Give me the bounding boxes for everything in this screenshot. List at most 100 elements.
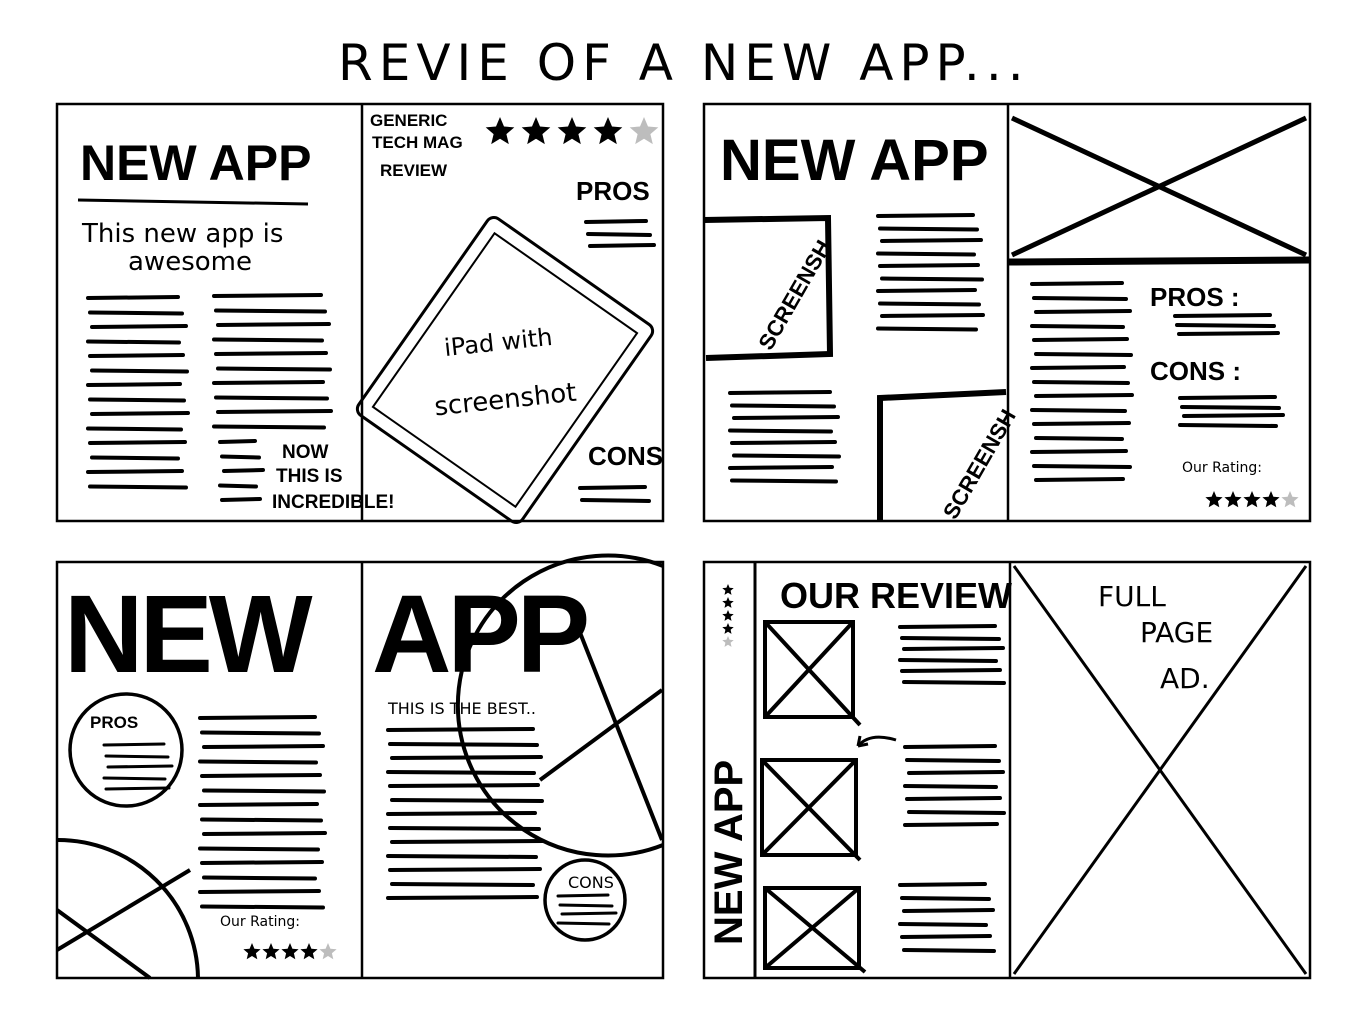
text-line	[102, 742, 166, 747]
text-line	[730, 440, 837, 445]
text-line	[88, 353, 185, 358]
l1-rating-stars	[485, 117, 659, 145]
text-line	[88, 440, 187, 445]
text-line	[216, 322, 331, 327]
text-line	[902, 948, 996, 953]
text-line	[732, 415, 840, 420]
text-line	[580, 498, 651, 503]
l2-pros-label: PROS :	[1150, 282, 1240, 312]
l4-heading: OUR REVIEW	[780, 575, 1012, 616]
text-line	[104, 786, 171, 791]
text-line	[902, 680, 1006, 685]
text-line	[1180, 405, 1281, 410]
text-line	[1175, 323, 1276, 328]
text-line	[388, 742, 539, 747]
l4-ad-label-3: AD.	[1160, 662, 1210, 695]
text-line	[90, 368, 189, 374]
text-line	[900, 896, 991, 901]
l3-cons-label: CONS	[568, 873, 614, 892]
body-text-placeholders	[86, 213, 1285, 953]
text-line	[386, 854, 538, 859]
l4-spine-title: NEW APP	[707, 760, 751, 945]
text-line	[556, 921, 611, 926]
sketch-title: REVIE OF A NEW APP...	[338, 34, 1030, 92]
text-line	[216, 409, 333, 414]
text-line	[878, 301, 981, 307]
text-line	[390, 798, 544, 803]
text-line	[1034, 352, 1133, 357]
text-line	[1034, 477, 1125, 482]
text-line	[202, 788, 326, 794]
text-line	[730, 403, 836, 409]
l1-mag-3: REVIEW	[380, 161, 448, 180]
l4-ad-label-2: PAGE	[1140, 616, 1213, 649]
star-filled-icon	[281, 943, 299, 960]
layout-3-frame	[55, 560, 665, 980]
text-line	[388, 867, 542, 872]
l1-ipad-label-1: iPad with	[443, 323, 554, 362]
text-line	[1032, 421, 1131, 426]
text-line	[200, 817, 323, 823]
l1-quote-3: INCREDIBLE!	[272, 492, 394, 513]
text-line	[212, 424, 326, 430]
star-filled-icon	[485, 117, 515, 145]
star-filled-icon	[557, 117, 587, 145]
l2-screenshot-2	[877, 389, 1007, 521]
star-empty-icon	[1281, 491, 1299, 508]
text-line	[214, 308, 327, 314]
l4-rating-stars	[722, 584, 734, 647]
text-line	[86, 426, 183, 432]
text-line	[898, 922, 988, 927]
l4-ad-label-1: FULL	[1098, 580, 1166, 613]
text-line	[732, 453, 841, 459]
l3-pros-bubble	[68, 692, 184, 808]
text-line	[200, 860, 324, 865]
text-line	[1178, 395, 1277, 400]
text-line	[90, 455, 180, 461]
text-line	[216, 366, 332, 372]
text-line	[220, 454, 261, 460]
l2-headline: NEW APP	[720, 128, 989, 193]
text-line	[728, 428, 833, 434]
l1-mag-2: TECH MAG	[372, 133, 463, 152]
text-line	[903, 744, 997, 749]
star-filled-icon	[1205, 491, 1223, 508]
text-line	[390, 839, 545, 844]
text-line	[905, 758, 1001, 763]
l3-tagline: THIS IS THE BEST..	[387, 699, 536, 718]
l1-pros-label: PROS	[576, 176, 650, 206]
text-line	[86, 469, 184, 474]
l1-quote-1: NOW	[282, 442, 329, 463]
text-line	[588, 243, 656, 248]
star-empty-icon	[319, 943, 337, 960]
text-line	[898, 624, 997, 629]
text-line	[1177, 331, 1280, 336]
text-line	[880, 276, 984, 282]
l2-rating-label: Our Rating:	[1182, 460, 1262, 476]
text-line	[898, 658, 998, 663]
text-line	[212, 380, 325, 385]
text-line	[88, 310, 184, 316]
l1-mag-1: GENERIC	[370, 111, 447, 130]
text-line	[584, 219, 648, 224]
star-filled-icon	[1224, 491, 1242, 508]
star-filled-icon	[262, 943, 280, 960]
l2-screenshot-1-label: SCREENSH	[753, 236, 836, 354]
text-line	[212, 337, 324, 343]
text-line	[222, 468, 265, 473]
l3-cons-bubble	[543, 858, 627, 942]
text-line	[578, 485, 647, 490]
text-line	[902, 646, 1005, 651]
text-line	[386, 727, 535, 732]
text-line	[198, 715, 317, 720]
text-line	[728, 390, 832, 395]
text-line	[102, 776, 167, 781]
star-filled-icon	[722, 610, 734, 621]
l1-subhead-2: awesome	[128, 247, 252, 277]
l2-rating-stars	[1205, 491, 1299, 508]
text-line	[1030, 281, 1124, 286]
text-line	[900, 934, 992, 939]
text-line	[558, 903, 614, 908]
l1-subhead-1: This new app is	[81, 219, 283, 249]
